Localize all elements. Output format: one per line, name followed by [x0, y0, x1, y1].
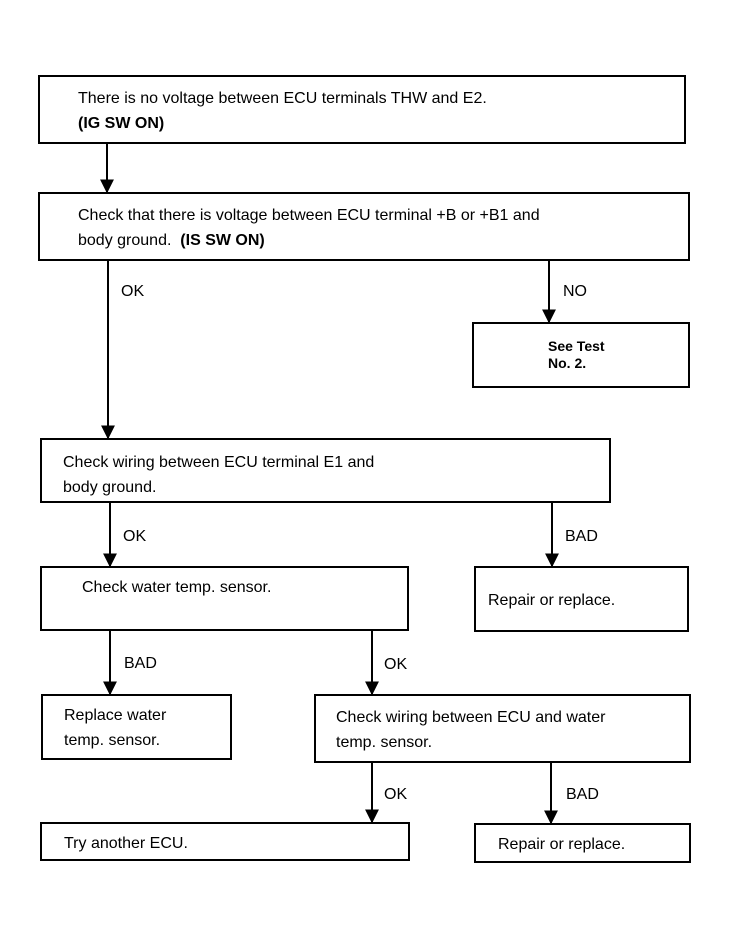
check-wiring-sensor-line1: Check wiring between ECU and water	[336, 709, 606, 726]
edge-label-bad-2: BAD	[124, 655, 157, 672]
repair-box-1: Repair or replace.	[474, 566, 689, 632]
check-sensor-text: Check water temp. sensor.	[82, 579, 272, 596]
repair-box-2-text: Repair or replace.	[498, 836, 626, 853]
check-voltage-line2-bold: (IS SW ON)	[180, 232, 265, 249]
try-ecu-text: Try another ECU.	[64, 835, 188, 852]
replace-sensor-line1: Replace water	[64, 707, 167, 724]
try-ecu-box: Try another ECU.	[40, 822, 410, 861]
check-voltage-box: Check that there is voltage between ECU …	[38, 192, 690, 261]
repair-box-2: Repair or replace.	[474, 823, 691, 863]
check-e1-box: Check wiring between ECU terminal E1 and…	[40, 438, 611, 503]
check-wiring-sensor-box: Check wiring between ECU and water temp.…	[314, 694, 691, 763]
replace-sensor-box: Replace water temp. sensor.	[41, 694, 232, 760]
edge-label-ok-3: OK	[384, 656, 408, 673]
see-test-line2: No. 2.	[548, 355, 587, 371]
edge-label-ok-2: OK	[123, 528, 147, 545]
start-box-line2: (IG SW ON)	[78, 115, 165, 132]
edge-label-ok-1: OK	[121, 283, 145, 300]
check-e1-line1: Check wiring between ECU terminal E1 and	[63, 454, 375, 471]
start-box: There is no voltage between ECU terminal…	[38, 75, 686, 144]
check-voltage-line2-text: body ground.	[78, 232, 172, 249]
check-sensor-box: Check water temp. sensor.	[40, 566, 409, 631]
check-voltage-line2: body ground. (IS SW ON)	[78, 228, 688, 253]
edge-label-bad-1: BAD	[565, 528, 598, 545]
check-e1-line2: body ground.	[63, 479, 157, 496]
repair-box-1-text: Repair or replace.	[488, 592, 616, 609]
check-wiring-sensor-line2: temp. sensor.	[336, 734, 433, 751]
replace-sensor-line2: temp. sensor.	[64, 732, 161, 749]
edge-label-bad-3: BAD	[566, 786, 599, 803]
check-voltage-line1: Check that there is voltage between ECU …	[78, 207, 540, 224]
edge-label-no-1: NO	[563, 283, 587, 300]
see-test-box: See Test No. 2.	[472, 322, 690, 388]
edge-label-ok-4: OK	[384, 786, 408, 803]
see-test-line1: See Test	[548, 338, 605, 354]
start-box-line1: There is no voltage between ECU terminal…	[78, 90, 487, 107]
